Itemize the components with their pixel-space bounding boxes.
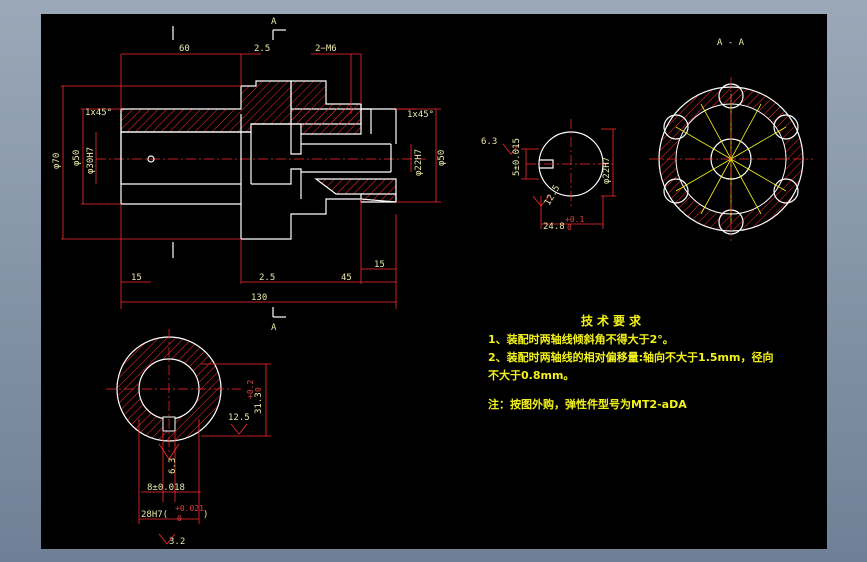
- hub-tol28-upper: +0.021: [175, 504, 204, 513]
- cad-drawing-canvas: A A A - A 60 2.5 2−M6 1x45° 1x45° φ70 φ5…: [41, 14, 827, 549]
- dim-dia-70: φ70: [52, 153, 62, 169]
- bore-outline: [120, 131, 251, 185]
- dim-2-5-bottom: 2.5: [259, 273, 275, 283]
- dim-45: 45: [341, 273, 352, 283]
- main-view: [61, 26, 441, 318]
- technical-requirements: 技术要求 1、装配时两轴线倾斜角不得大于2°。 2、装配时两轴线的相对偏移量:轴…: [488, 313, 773, 411]
- dim-chamfer-right: 1x45°: [407, 110, 434, 120]
- jaw-outline: [251, 123, 302, 199]
- roughness-symbol-125-end: [532, 195, 550, 207]
- hub-tol28-lower: 0: [177, 514, 182, 523]
- roughness-symbol-63-end: [502, 143, 520, 155]
- section-letter-bottom: A: [271, 323, 277, 333]
- dim-130: 130: [251, 293, 267, 303]
- hub-dim-31-3: 31.3: [254, 392, 264, 414]
- section-view-title: A - A: [717, 38, 745, 48]
- end-tol-lower: 0: [567, 223, 572, 232]
- drawing-svg: A A A - A 60 2.5 2−M6 1x45° 1x45° φ70 φ5…: [52, 17, 813, 547]
- hub-step: [240, 114, 252, 204]
- section-letter-top: A: [271, 17, 277, 27]
- end-tol-upper: +0.1: [565, 215, 584, 224]
- end-dia-22: φ22H7: [602, 157, 612, 184]
- right-hub-outline: [360, 104, 397, 202]
- hub-rough-12-5: 12.5: [228, 413, 250, 423]
- roughness-symbol-63-hub: [158, 443, 180, 460]
- tech-notes-title: 技术要求: [581, 313, 645, 328]
- end-rough-12-5: 12.5: [543, 184, 563, 208]
- dim-dia-22h7: φ22H7: [414, 149, 424, 176]
- hub-section-view: [106, 329, 271, 545]
- hub-right-upper: [290, 80, 362, 135]
- dim-15-right: 15: [374, 260, 385, 270]
- roughness-symbol-32-hub: [158, 533, 176, 545]
- dim-dia-50-left: φ50: [72, 150, 82, 166]
- hub-tol28-close: ): [203, 510, 208, 520]
- hub-section-dimensions: [138, 363, 271, 545]
- dim-60: 60: [179, 44, 190, 54]
- tech-note-line-3: 不大于0.8mm。: [488, 368, 574, 382]
- end-depth-24-8: 24.8: [543, 222, 565, 232]
- hub-tol-upper: +0.2: [246, 380, 255, 399]
- tech-note-line-4: 注：按图外购，弹性件型号为MT2-aDA: [488, 397, 687, 411]
- tech-note-line-2: 2、装配时两轴线的相对偏移量:轴向不大于1.5mm，径向: [488, 350, 773, 364]
- set-screw-hole: [361, 108, 372, 134]
- dim-dia-50-right: φ50: [437, 150, 447, 166]
- hub-rough-6-3: 6.3: [168, 458, 178, 474]
- dim-2-5-top: 2.5: [254, 44, 270, 54]
- hub-key-8: 8±0.018: [147, 483, 185, 493]
- section-aa-view: [649, 77, 813, 241]
- tech-note-line-1: 1、装配时两轴线倾斜角不得大于2°。: [488, 332, 674, 346]
- dim-15-left: 15: [131, 273, 142, 283]
- dim-2-m6: 2−M6: [315, 44, 337, 54]
- hub-rough-3-2: 3.2: [169, 537, 185, 547]
- hub-d28h7: 28H7(: [141, 510, 168, 520]
- end-view: [502, 119, 616, 229]
- right-bore: [301, 143, 392, 173]
- end-rough-6-3: 6.3: [481, 137, 497, 147]
- body-lower-outline: [120, 114, 397, 240]
- main-dimensions: [61, 53, 441, 309]
- hub-tol-lower: 0: [254, 387, 263, 392]
- roughness-symbol-125-hub: [230, 423, 248, 435]
- center-mark: [147, 155, 155, 163]
- dim-dia-30h7: φ30H7: [86, 147, 96, 174]
- dim-chamfer-left: 1x45°: [85, 108, 112, 118]
- end-key-5: 5±0.015: [512, 138, 522, 176]
